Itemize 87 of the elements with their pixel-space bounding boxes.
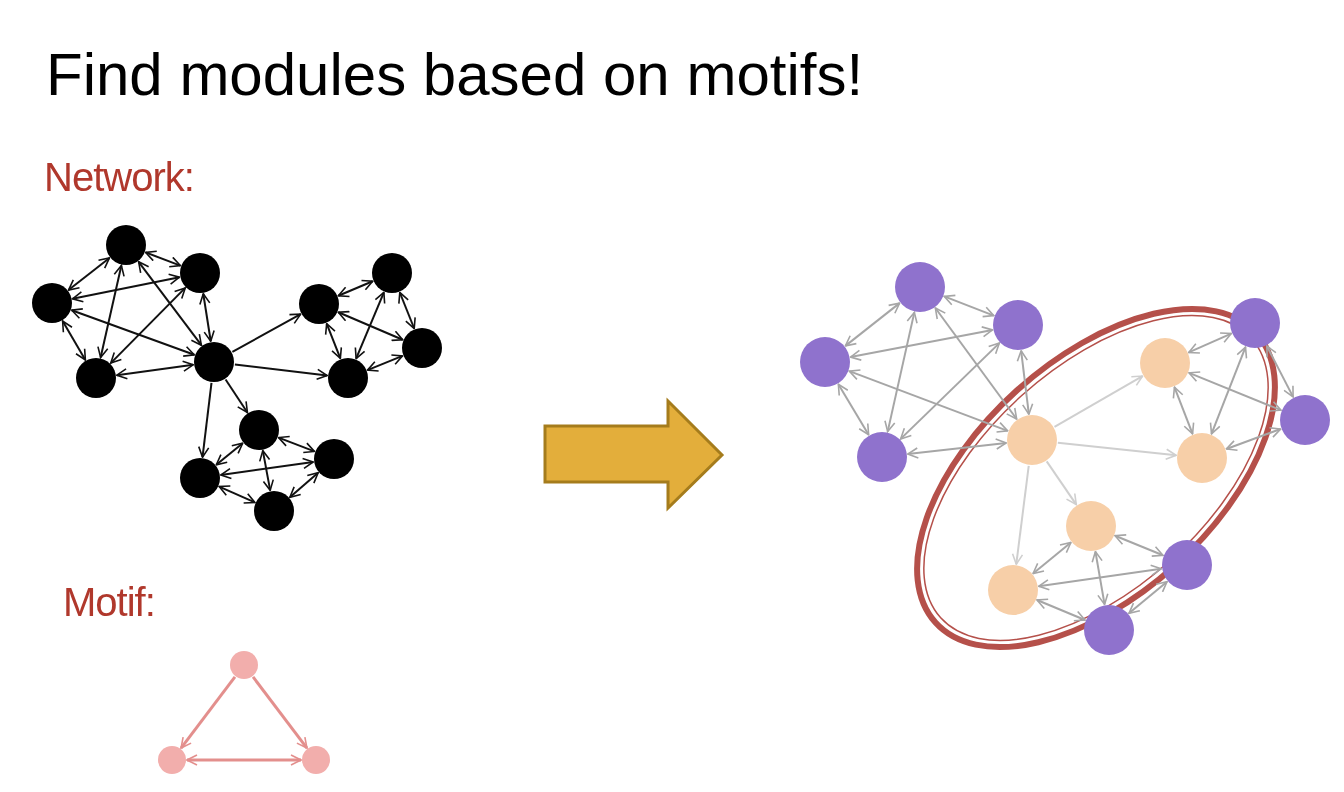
network-node — [1007, 415, 1057, 465]
arrow — [1188, 371, 1282, 412]
arrow — [67, 256, 111, 292]
network-node — [32, 283, 72, 323]
arrow — [1056, 441, 1178, 460]
arrow — [844, 302, 901, 347]
arrow — [1225, 426, 1282, 452]
network-node — [857, 432, 907, 482]
arrow — [288, 471, 320, 499]
arrow — [899, 342, 1001, 440]
arrow — [137, 260, 203, 347]
arrow — [934, 307, 1018, 420]
arrow — [1053, 375, 1144, 428]
section-label: Network: — [44, 155, 194, 200]
arrow — [115, 360, 195, 380]
network-node — [194, 342, 234, 382]
network-node — [402, 328, 442, 368]
network-node — [158, 746, 186, 774]
arrow — [337, 279, 374, 298]
arrow — [233, 363, 329, 381]
arrow — [71, 273, 181, 303]
slide-title: Find modules based on motifs! — [46, 40, 864, 109]
network-node — [239, 410, 279, 450]
arrow — [366, 354, 404, 372]
arrow — [97, 264, 125, 359]
arrow — [218, 485, 256, 504]
arrow — [197, 381, 213, 459]
arrow — [1037, 564, 1163, 591]
arrow — [179, 676, 237, 749]
arrow — [224, 378, 249, 414]
network-node — [1280, 395, 1330, 445]
arrow — [1172, 386, 1195, 435]
arrow — [1209, 346, 1248, 435]
network-node — [328, 358, 368, 398]
network-node — [1230, 298, 1280, 348]
arrow — [144, 250, 182, 268]
arrow — [109, 286, 187, 365]
arrow — [1091, 550, 1109, 606]
arrow — [1127, 580, 1169, 615]
network-node — [1140, 338, 1190, 388]
network-node — [180, 458, 220, 498]
arrow — [943, 294, 995, 318]
arrow — [354, 291, 386, 360]
arrow — [199, 292, 215, 343]
arrow — [1036, 598, 1086, 622]
network-node — [230, 651, 258, 679]
arrow — [1011, 464, 1030, 566]
arrow — [337, 310, 404, 342]
network-node — [1177, 433, 1227, 483]
arrow — [849, 326, 994, 361]
arrow — [70, 308, 196, 357]
arrow — [1045, 460, 1078, 506]
arrow — [1032, 541, 1072, 575]
arrow — [1187, 332, 1233, 354]
arrow — [324, 322, 343, 360]
arrow — [258, 449, 275, 492]
network-node — [314, 439, 354, 479]
network-node — [302, 746, 330, 774]
arrow — [186, 754, 302, 766]
arrow — [1114, 534, 1164, 557]
network-node — [1162, 540, 1212, 590]
network-node — [993, 300, 1043, 350]
section-label: Motif: — [63, 580, 155, 625]
network-node — [800, 337, 850, 387]
arrow — [837, 383, 870, 436]
arrow — [219, 457, 315, 480]
network-node — [988, 565, 1038, 615]
network-node — [76, 358, 116, 398]
network-node — [895, 262, 945, 312]
arrow — [251, 676, 309, 749]
network-node — [106, 225, 146, 265]
arrow — [884, 311, 918, 433]
arrow — [906, 438, 1008, 459]
arrow — [398, 291, 416, 330]
network-node — [180, 253, 220, 293]
arrow — [231, 313, 302, 353]
network-node — [1066, 501, 1116, 551]
arrow — [1265, 345, 1295, 398]
arrow — [1016, 349, 1034, 416]
network-node — [1084, 605, 1134, 655]
arrow — [61, 320, 87, 361]
arrow — [848, 369, 1009, 433]
network-node — [299, 284, 339, 324]
network-node — [372, 253, 412, 293]
arrow — [277, 435, 316, 454]
arrow — [215, 442, 244, 466]
network-node — [254, 491, 294, 531]
